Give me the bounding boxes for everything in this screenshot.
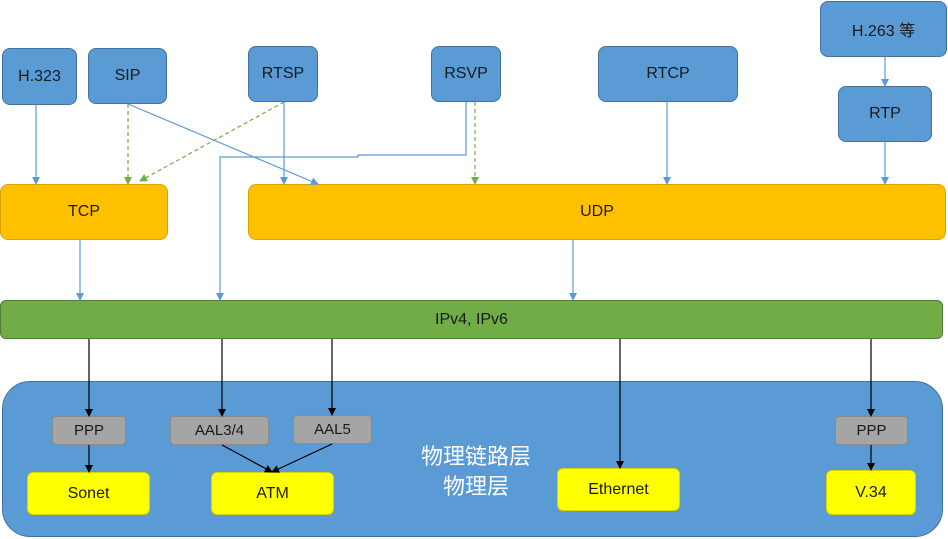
ethernet-node: Ethernet <box>557 468 680 511</box>
arrow-rtsp-tcp <box>139 101 285 182</box>
rtcp-node: RTCP <box>598 46 738 102</box>
ppp-left-node: PPP <box>52 416 126 445</box>
sonet-node: Sonet <box>27 472 150 515</box>
physical-layer-label: 物理链路层 物理层 <box>396 443 556 503</box>
tcp-node: TCP <box>0 184 168 240</box>
physical-layer-label-line2: 物理层 <box>442 475 509 500</box>
ip-node: IPv4, IPv6 <box>0 300 943 339</box>
atm-node: ATM <box>211 472 334 515</box>
sip-node: SIP <box>88 48 167 104</box>
arrow-aal34-atm <box>221 444 273 473</box>
udp-node: UDP <box>248 184 946 240</box>
ppp-right-node: PPP <box>835 416 908 445</box>
h323-node: H.323 <box>2 48 77 105</box>
rtsp-node: RTSP <box>248 46 318 102</box>
arrow-sip-udp <box>127 103 319 185</box>
physical-layer-label-line1: 物理链路层 <box>420 445 531 470</box>
arrow-aal5-atm <box>271 443 333 473</box>
arrow-rsvp-ip <box>216 102 467 301</box>
aal5-node: AAL5 <box>293 415 372 444</box>
rtp-node: RTP <box>838 86 932 142</box>
physical-layer-container <box>2 381 943 537</box>
aal34-node: AAL3/4 <box>170 416 269 445</box>
h263-node: H.263 等 <box>820 1 947 57</box>
rsvp-node: RSVP <box>431 46 501 102</box>
